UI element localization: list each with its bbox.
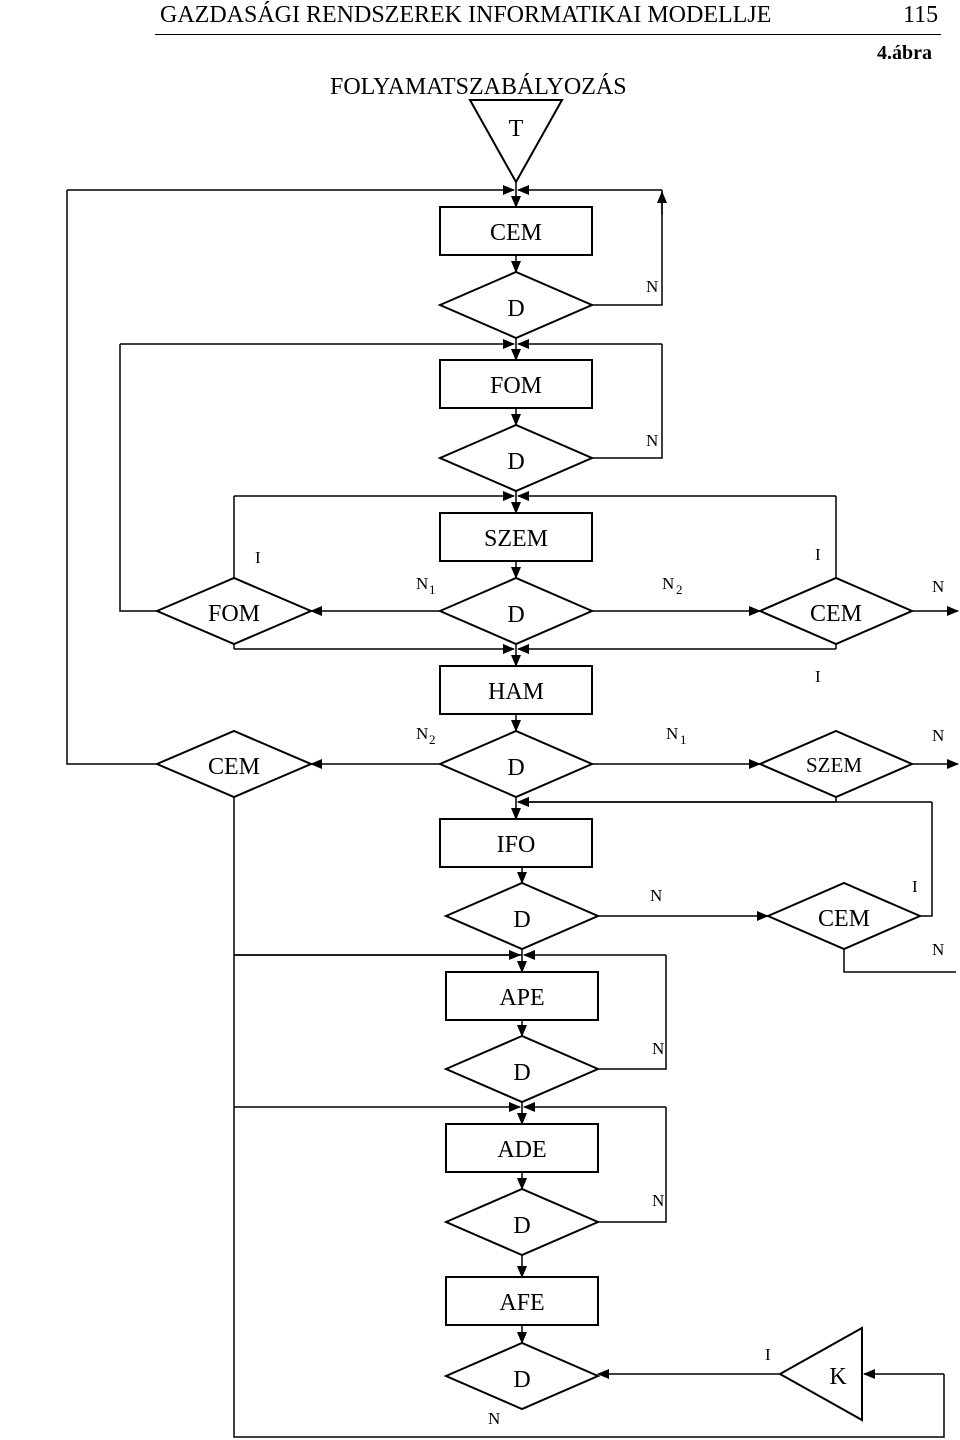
decision-label-6: D: [513, 1060, 530, 1086]
branch-sub-2-right: 2: [676, 582, 683, 597]
side-label-szem: SZEM: [806, 753, 862, 777]
side-label-cem-lower: CEM: [818, 906, 870, 932]
page-number: 115: [903, 2, 939, 28]
branch-label-n1-right: N: [666, 724, 678, 743]
decision-label-7: D: [513, 1213, 530, 1239]
process-label-afe: AFE: [499, 1290, 544, 1316]
decision-label-2: D: [507, 449, 524, 475]
figure-label: 4.ábra: [877, 42, 932, 64]
branch-label-n-1: N: [646, 277, 658, 296]
process-label-cem: CEM: [490, 220, 542, 246]
branch-label-i-cem-right: I: [815, 545, 821, 564]
end-triangle: [777, 1326, 863, 1422]
branch-label-n2-left: N: [416, 724, 428, 743]
side-label-fom: FOM: [208, 601, 260, 627]
decision-label-5: D: [513, 907, 530, 933]
branch-sub-1-right: 1: [680, 732, 687, 747]
branch-label-n-8: N: [488, 1409, 500, 1428]
process-label-ifo: IFO: [497, 832, 536, 858]
branch-label-i-end: I: [765, 1345, 771, 1364]
branch-label-n-cem-right: N: [932, 577, 944, 596]
process-label-ham: HAM: [488, 679, 544, 705]
process-label-szem: SZEM: [484, 526, 548, 552]
decision-label-8: D: [513, 1367, 530, 1393]
process-label-ape: APE: [499, 985, 544, 1011]
branch-sub-1-left: 1: [429, 582, 436, 597]
branch-label-n2-right: N: [662, 574, 674, 593]
page-header-title: GAZDASÁGI RENDSZEREK INFORMATIKAI MODELL…: [160, 2, 772, 28]
side-label-cem-right: CEM: [810, 601, 862, 627]
branch-label-i-ham: I: [815, 667, 821, 686]
branch-label-n-5: N: [650, 886, 662, 905]
branch-label-n-6: N: [652, 1039, 664, 1058]
branch-label-n-7: N: [652, 1191, 664, 1210]
process-box-afe: [445, 1276, 599, 1326]
branch-label-n1-left: N: [416, 574, 428, 593]
diagram-title: FOLYAMATSZABÁLYOZÁS: [330, 74, 627, 100]
start-triangle: [468, 99, 564, 185]
process-label-ade: ADE: [497, 1137, 546, 1163]
decision-label-3: D: [507, 602, 524, 628]
process-box-ade: [445, 1123, 599, 1173]
branch-label-n-szem: N: [932, 726, 944, 745]
branch-label-n-2: N: [646, 431, 658, 450]
branch-label-i-fom: I: [255, 548, 261, 567]
start-label: T: [509, 116, 524, 142]
process-box-szem: [439, 512, 593, 562]
side-label-cem-left: CEM: [208, 754, 260, 780]
branch-sub-2-left: 2: [429, 732, 436, 747]
branch-label-i-cem-lower: I: [912, 877, 918, 896]
header-rule: [155, 34, 941, 35]
decision-label-4: D: [507, 755, 524, 781]
end-label: K: [829, 1364, 847, 1390]
decision-label-1: D: [507, 296, 524, 322]
process-box-cem: [439, 206, 593, 256]
branch-label-n-cem-lower: N: [932, 940, 944, 959]
process-label-fom: FOM: [490, 373, 542, 399]
